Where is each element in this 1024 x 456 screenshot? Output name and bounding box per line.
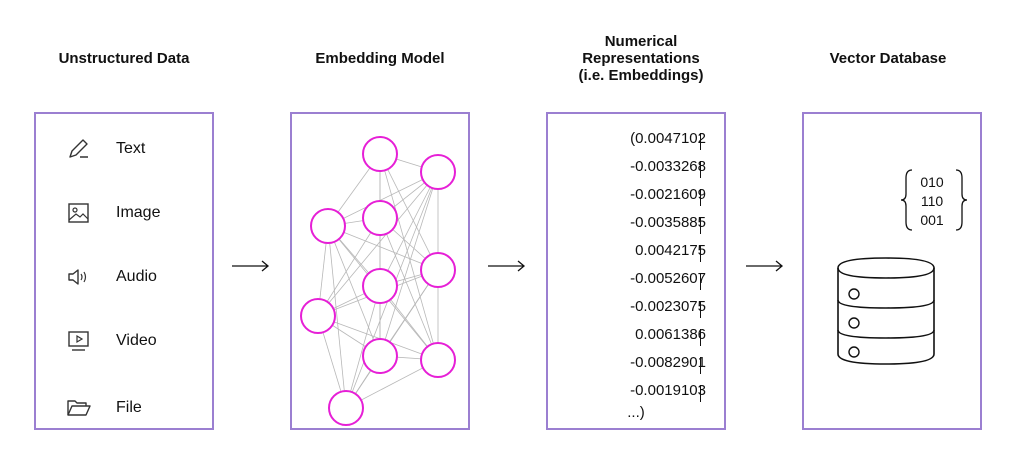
network-edge: [379, 153, 439, 361]
embedding-value: -0.0052607: [630, 270, 706, 287]
embedding-value: -0.0023075: [630, 298, 706, 315]
embedding-ellipsis: ...): [627, 404, 645, 421]
pencil-icon: [69, 139, 88, 158]
network-node: [362, 268, 398, 304]
numerical-heading-line3: (i.e. Embeddings): [578, 67, 704, 84]
network-edge: [379, 217, 439, 361]
arrow-right-icon: [232, 260, 270, 272]
network-edge: [327, 171, 439, 227]
speaker-icon: [68, 269, 87, 285]
embedding-separator: [700, 133, 701, 150]
embedding-value: -0.0033268: [630, 158, 706, 175]
embedding-separator: [700, 161, 701, 178]
network-edge: [327, 225, 439, 271]
embedding-value: -0.0082901: [630, 354, 706, 371]
data-type-file: File: [66, 395, 142, 421]
network-edge: [317, 217, 381, 317]
network-node: [420, 154, 456, 190]
arrow-right-icon: [488, 260, 526, 272]
network-node: [300, 298, 336, 334]
video-icon: [68, 331, 89, 351]
numerical-representations-heading: Numerical Representations (i.e. Embeddin…: [535, 33, 747, 84]
numerical-heading-line2: Representations: [582, 50, 700, 67]
network-edge: [345, 285, 381, 409]
network-edge: [379, 171, 439, 287]
embedding-separator: [700, 189, 701, 206]
data-type-audio: Audio: [66, 264, 157, 290]
network-node: [362, 338, 398, 374]
network-node: [328, 390, 364, 426]
data-type-label: Audio: [116, 268, 157, 285]
embedding-value: -0.0021609: [630, 186, 706, 203]
vector-database-heading: Vector Database: [829, 50, 947, 67]
embedding-value: -0.0035885: [630, 214, 706, 231]
vector-database-panel: 010 110 001: [802, 112, 982, 430]
embedding-value: (0.0047102: [630, 130, 706, 147]
embedding-model-heading: Embedding Model: [315, 50, 445, 67]
embedding-separator: [700, 301, 701, 318]
numerical-heading-line1: Numerical: [604, 33, 678, 50]
folder-icon: [67, 400, 91, 416]
data-type-video: Video: [66, 328, 157, 354]
network-node: [362, 136, 398, 172]
embedding-model-panel: [290, 112, 470, 430]
unstructured-data-heading: Unstructured Data: [58, 50, 190, 67]
embedding-value: 0.0042175: [635, 242, 706, 259]
network-edge: [379, 171, 439, 357]
curly-brace-left-icon: [900, 169, 913, 231]
binary-code: 010 110 001: [912, 173, 952, 230]
embedding-value: -0.0019103: [630, 382, 706, 399]
binary-row: 001: [920, 212, 944, 228]
data-type-label: Image: [116, 204, 161, 221]
unstructured-data-panel: Text Image Audio Video File: [34, 112, 214, 430]
network-edge: [379, 153, 439, 271]
binary-row: 110: [920, 193, 944, 209]
data-type-image: Image: [66, 200, 160, 226]
embedding-separator: [700, 217, 701, 234]
data-type-label: Video: [116, 332, 157, 349]
curly-brace-right-icon: [955, 169, 968, 231]
data-type-label: Text: [116, 140, 146, 157]
network-edge: [317, 171, 439, 317]
arrow-right-icon: [746, 260, 784, 272]
embeddings-panel: (0.0047102 -0.0033268 -0.0021609 -0.0035…: [546, 112, 726, 430]
network-edge: [317, 315, 439, 361]
network-edge: [327, 225, 381, 357]
embedding-values: (0.0047102 -0.0033268 -0.0021609 -0.0035…: [548, 114, 724, 428]
image-icon: [68, 203, 89, 223]
database-icon: [837, 257, 935, 365]
binary-row: 010: [920, 174, 944, 190]
network-node: [310, 208, 346, 244]
embedding-separator: [700, 245, 701, 262]
embedding-separator: [700, 385, 701, 402]
network-node: [420, 342, 456, 378]
neural-network-diagram: [300, 136, 456, 426]
data-type-text: Text: [66, 136, 145, 162]
embedding-separator: [700, 273, 701, 290]
embedding-value: 0.0061386: [635, 326, 706, 343]
data-type-label: File: [116, 399, 142, 416]
embedding-separator: [700, 329, 701, 346]
network-node: [362, 200, 398, 236]
network-edge: [327, 225, 347, 409]
embedding-separator: [700, 357, 701, 374]
network-node: [420, 252, 456, 288]
